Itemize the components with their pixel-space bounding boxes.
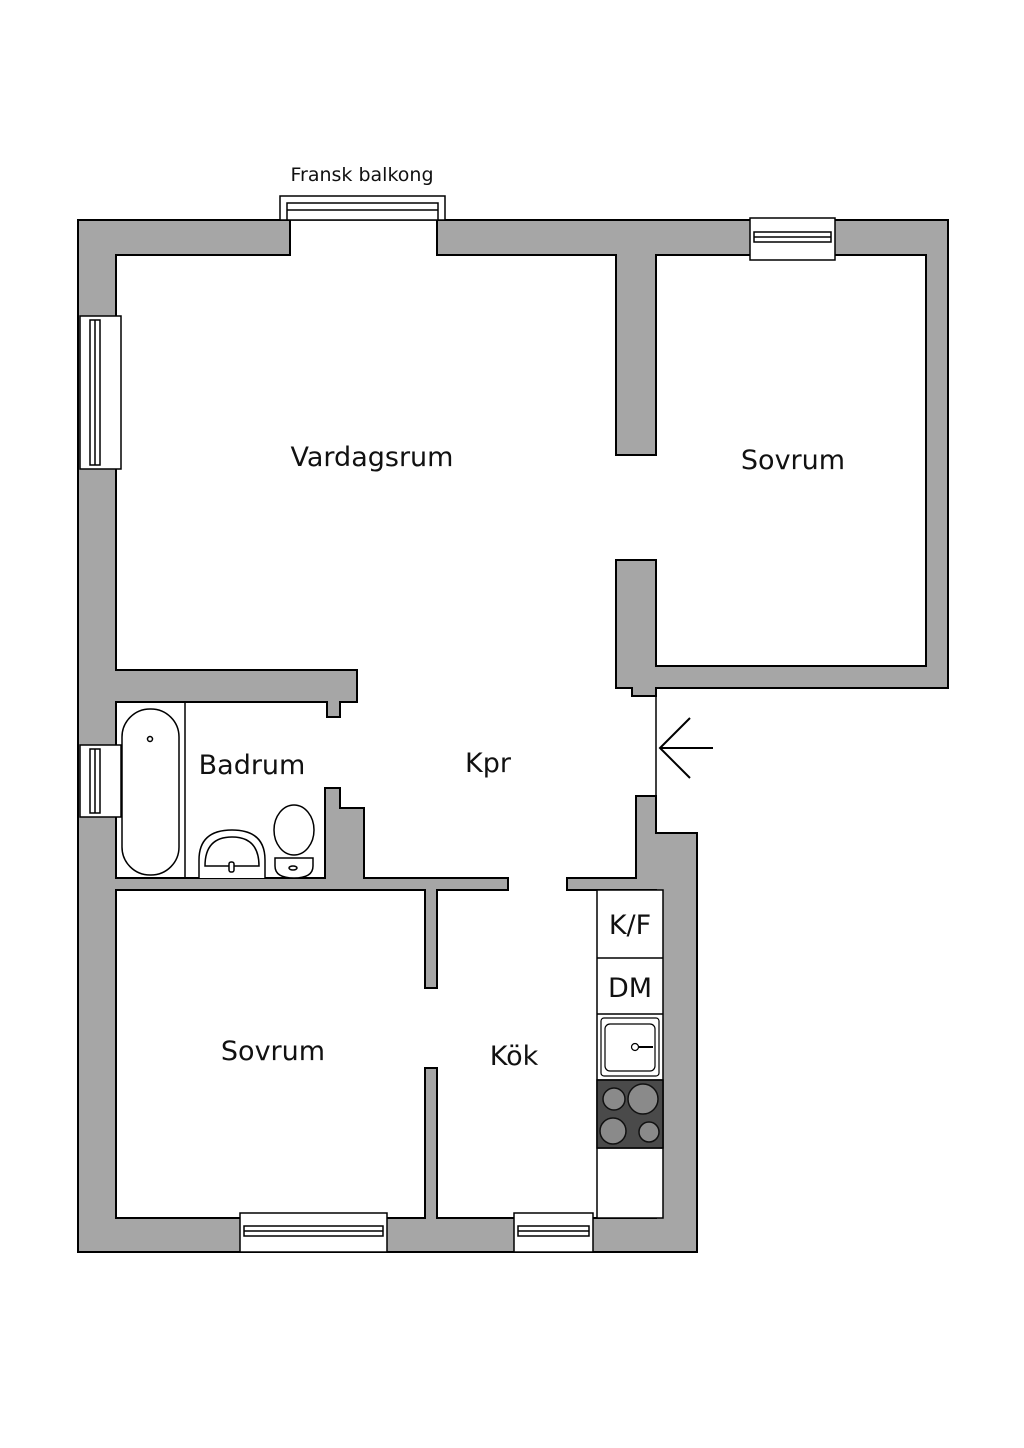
room-label-living: Vardagsrum bbox=[291, 442, 454, 473]
walls bbox=[77, 219, 949, 1253]
stove-icon bbox=[596, 1079, 664, 1149]
french-balcony-label: Fransk balkong bbox=[290, 164, 433, 186]
window-left-bathroom bbox=[79, 744, 122, 818]
window-bottom-bedroom bbox=[239, 1212, 388, 1253]
french-balcony bbox=[279, 195, 446, 221]
room-label-bedroom-1: Sovrum bbox=[741, 445, 845, 476]
room-label-bedroom-2: Sovrum bbox=[221, 1036, 325, 1067]
bathtub-icon bbox=[121, 708, 180, 876]
window-left-living bbox=[79, 315, 122, 470]
washbasin-icon bbox=[198, 829, 266, 878]
fridge-freezer-label: K/F bbox=[609, 910, 651, 941]
room-label-hall: Kpr bbox=[465, 748, 512, 779]
window-top-bedroom bbox=[749, 217, 836, 261]
dishwasher-label: DM bbox=[608, 973, 652, 1004]
room-label-bathroom: Badrum bbox=[199, 750, 306, 781]
window-bottom-kitchen bbox=[513, 1212, 594, 1253]
toilet-icon bbox=[273, 804, 315, 879]
room-label-kitchen: Kök bbox=[490, 1041, 539, 1072]
sink-icon bbox=[600, 1017, 660, 1077]
entrance-arrow-icon bbox=[658, 717, 713, 779]
